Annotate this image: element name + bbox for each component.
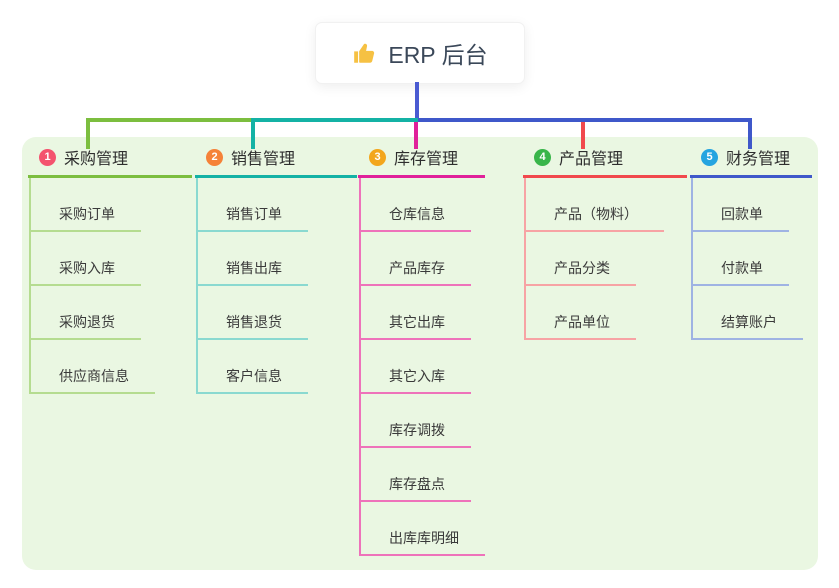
child-node[interactable]: 产品库存 [361, 232, 485, 286]
child-node[interactable]: 供应商信息 [31, 340, 155, 394]
child-node[interactable]: 回款单 [693, 178, 803, 232]
child-node[interactable]: 采购退货 [31, 286, 155, 340]
branch-title-label: 采购管理 [64, 151, 129, 168]
branch-children: 回款单 付款单 结算账户 [691, 178, 803, 340]
branch-title-label: 销售管理 [231, 151, 296, 168]
child-node[interactable]: 销售退货 [198, 286, 308, 340]
child-node[interactable]: 库存调拨 [361, 394, 485, 448]
child-node[interactable]: 其它入库 [361, 340, 485, 394]
branch-title-label: 财务管理 [726, 151, 791, 168]
child-node[interactable]: 销售出库 [198, 232, 308, 286]
branch-children: 仓库信息 产品库存 其它出库 其它入库 库存调拨 库存盘点 出库库明细 [359, 178, 485, 556]
branch-title-label: 产品管理 [559, 151, 624, 168]
branch-number-badge: 3 [369, 148, 386, 166]
thumbs-up-icon [354, 43, 375, 63]
branch-drop-line-2 [251, 122, 255, 149]
child-node[interactable]: 出库库明细 [361, 502, 485, 556]
branch-1: 1 采购管理 采购订单 采购入库 采购退货 供应商信息 [28, 146, 192, 394]
child-label: 产品单位 [526, 312, 636, 340]
child-label: 仓库信息 [361, 204, 471, 232]
child-node[interactable]: 采购入库 [31, 232, 155, 286]
branches-panel [22, 137, 818, 570]
trunk-line-segment-2 [251, 118, 418, 122]
branch-number-badge: 4 [534, 148, 551, 166]
branch-drop-line-4 [581, 122, 585, 149]
branch-2: 2 销售管理 销售订单 销售出库 销售退货 客户信息 [195, 146, 357, 394]
child-node[interactable]: 销售订单 [198, 178, 308, 232]
branch-drop-line-3 [414, 122, 418, 149]
root-connector-line [415, 82, 419, 118]
child-node[interactable]: 产品（物料） [526, 178, 664, 232]
child-node[interactable]: 库存盘点 [361, 448, 485, 502]
branch-title-node[interactable]: 5 财务管理 [690, 146, 812, 178]
child-node[interactable]: 仓库信息 [361, 178, 485, 232]
branch-children: 采购订单 采购入库 采购退货 供应商信息 [29, 178, 155, 394]
trunk-line-segment-1 [86, 118, 251, 122]
child-label: 采购退货 [31, 312, 141, 340]
child-node[interactable]: 产品分类 [526, 232, 664, 286]
child-label: 销售退货 [198, 312, 308, 340]
branch-3: 3 库存管理 仓库信息 产品库存 其它出库 其它入库 库存调拨 库存盘点 出库库… [358, 146, 485, 556]
child-label: 产品分类 [526, 258, 636, 286]
child-node[interactable]: 付款单 [693, 232, 803, 286]
branch-4: 4 产品管理 产品（物料） 产品分类 产品单位 [523, 146, 687, 340]
branch-children: 销售订单 销售出库 销售退货 客户信息 [196, 178, 308, 394]
child-label: 产品（物料） [526, 204, 664, 232]
child-label: 销售出库 [198, 258, 308, 286]
child-label: 出库库明细 [361, 528, 485, 556]
child-label: 采购入库 [31, 258, 141, 286]
child-node[interactable]: 结算账户 [693, 286, 803, 340]
child-label: 库存调拨 [361, 420, 471, 448]
child-label: 客户信息 [198, 366, 308, 394]
child-label: 结算账户 [693, 312, 803, 340]
branch-title-node[interactable]: 4 产品管理 [523, 146, 687, 178]
trunk-line-segment-3 [418, 118, 752, 122]
branch-children: 产品（物料） 产品分类 产品单位 [524, 178, 664, 340]
branch-5: 5 财务管理 回款单 付款单 结算账户 [690, 146, 812, 340]
branch-title-node[interactable]: 1 采购管理 [28, 146, 192, 178]
branch-number-badge: 1 [39, 148, 56, 166]
child-node[interactable]: 产品单位 [526, 286, 664, 340]
branch-drop-line-5 [748, 122, 752, 149]
branch-number-badge: 2 [206, 148, 223, 166]
child-node[interactable]: 客户信息 [198, 340, 308, 394]
child-node[interactable]: 采购订单 [31, 178, 155, 232]
branch-title-node[interactable]: 3 库存管理 [358, 146, 485, 178]
child-label: 产品库存 [361, 258, 471, 286]
child-label: 回款单 [693, 204, 789, 232]
child-label: 供应商信息 [31, 366, 155, 394]
branch-number-badge: 5 [701, 148, 718, 166]
child-node[interactable]: 其它出库 [361, 286, 485, 340]
branch-title-label: 库存管理 [394, 151, 459, 168]
branch-title-node[interactable]: 2 销售管理 [195, 146, 357, 178]
branch-drop-line-1 [86, 122, 90, 149]
child-label: 采购订单 [31, 204, 141, 232]
child-label: 销售订单 [198, 204, 308, 232]
child-label: 其它出库 [361, 312, 471, 340]
child-label: 库存盘点 [361, 474, 471, 502]
root-label: ERP 后台 [388, 42, 488, 68]
child-label: 付款单 [693, 258, 789, 286]
child-label: 其它入库 [361, 366, 471, 394]
root-node[interactable]: ERP 后台 [315, 22, 525, 84]
